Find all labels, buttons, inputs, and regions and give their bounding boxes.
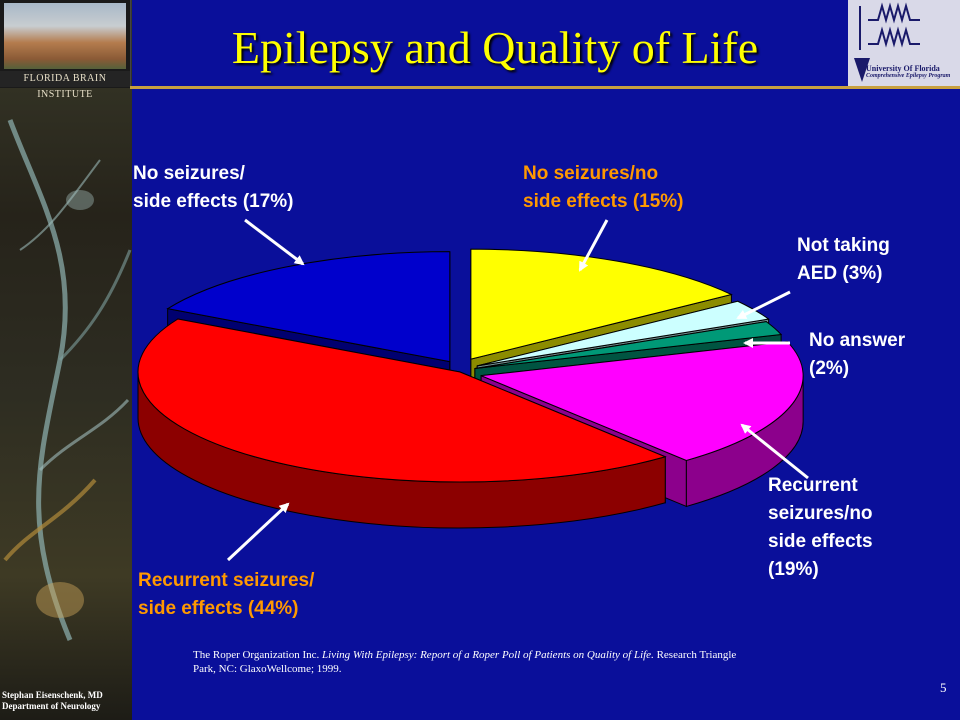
pie-slice-top-recurrent-seizures-side-effects bbox=[137, 318, 667, 483]
brain-institute-logo: FLORIDA BRAIN INSTITUTE bbox=[0, 0, 131, 100]
citation-authors: The Roper Organization Inc. bbox=[193, 649, 323, 661]
leader-arrow-recurrent-seizures-no-side-effects bbox=[740, 423, 809, 480]
slice-label-recurrent-seizures-side-effects: Recurrent seizures/ side effects (44%) bbox=[138, 570, 315, 619]
pie-slice-top-no-seizures-no-side-effects bbox=[470, 248, 733, 360]
eeg-wave-icon bbox=[854, 2, 920, 82]
author-credit: Stephan Eisenschenk, MD Department of Ne… bbox=[2, 690, 134, 712]
slice-label-not-taking-aed: Not taking AED (3%) bbox=[797, 235, 890, 284]
citation: The Roper Organization Inc. Living With … bbox=[193, 648, 753, 676]
slice-label-no-seizures-no-side-effects: No seizures/no side effects (15%) bbox=[523, 163, 684, 212]
leader-arrow-no-seizures-no-side-effects bbox=[578, 219, 609, 272]
citation-publisher: Research Triangle Park, NC: GlaxoWellcom… bbox=[193, 649, 737, 675]
slice-label-no-answer: No answer (2%) bbox=[809, 330, 906, 379]
neuron-illustration bbox=[3, 119, 132, 641]
leader-arrow-not-taking-aed bbox=[736, 290, 791, 320]
pie-slice-recurrent-seizures-side-effects bbox=[137, 318, 667, 529]
author-name: Stephan Eisenschenk, MD bbox=[2, 690, 103, 700]
building-photo bbox=[4, 3, 126, 69]
leader-arrow-recurrent-seizures-side-effects bbox=[226, 502, 290, 562]
pie-slice-top-no-answer bbox=[474, 321, 783, 369]
slice-label-recurrent-seizures-no-side-effects: Recurrent seizures/no side effects (19%) bbox=[768, 475, 873, 580]
pie-slice-top-no-seizures-side-effects bbox=[166, 251, 451, 363]
slice-label-no-seizures-side-effects: No seizures/ side effects (17%) bbox=[133, 163, 294, 212]
logo-right-text: University Of Florida Comprehensive Epil… bbox=[866, 64, 958, 80]
logo-right-title: University Of Florida bbox=[866, 64, 940, 73]
epilepsy-program-logo: University Of Florida Comprehensive Epil… bbox=[848, 0, 960, 88]
author-department: Department of Neurology bbox=[2, 701, 101, 711]
pie-slice-top-recurrent-seizures-no-side-effects bbox=[480, 341, 804, 461]
logo-right-subtitle: Comprehensive Epilepsy Program bbox=[866, 73, 951, 79]
leader-arrow-no-seizures-side-effects bbox=[244, 218, 305, 266]
page-title: Epilepsy and Quality of Life bbox=[231, 22, 759, 73]
logo-left-caption: FLORIDA BRAIN INSTITUTE bbox=[0, 71, 130, 100]
citation-title: Living With Epilepsy: Report of a Roper … bbox=[322, 649, 654, 661]
slide-number: 5 bbox=[940, 680, 947, 695]
title-divider bbox=[130, 86, 960, 89]
left-decorative-strip bbox=[0, 0, 132, 720]
